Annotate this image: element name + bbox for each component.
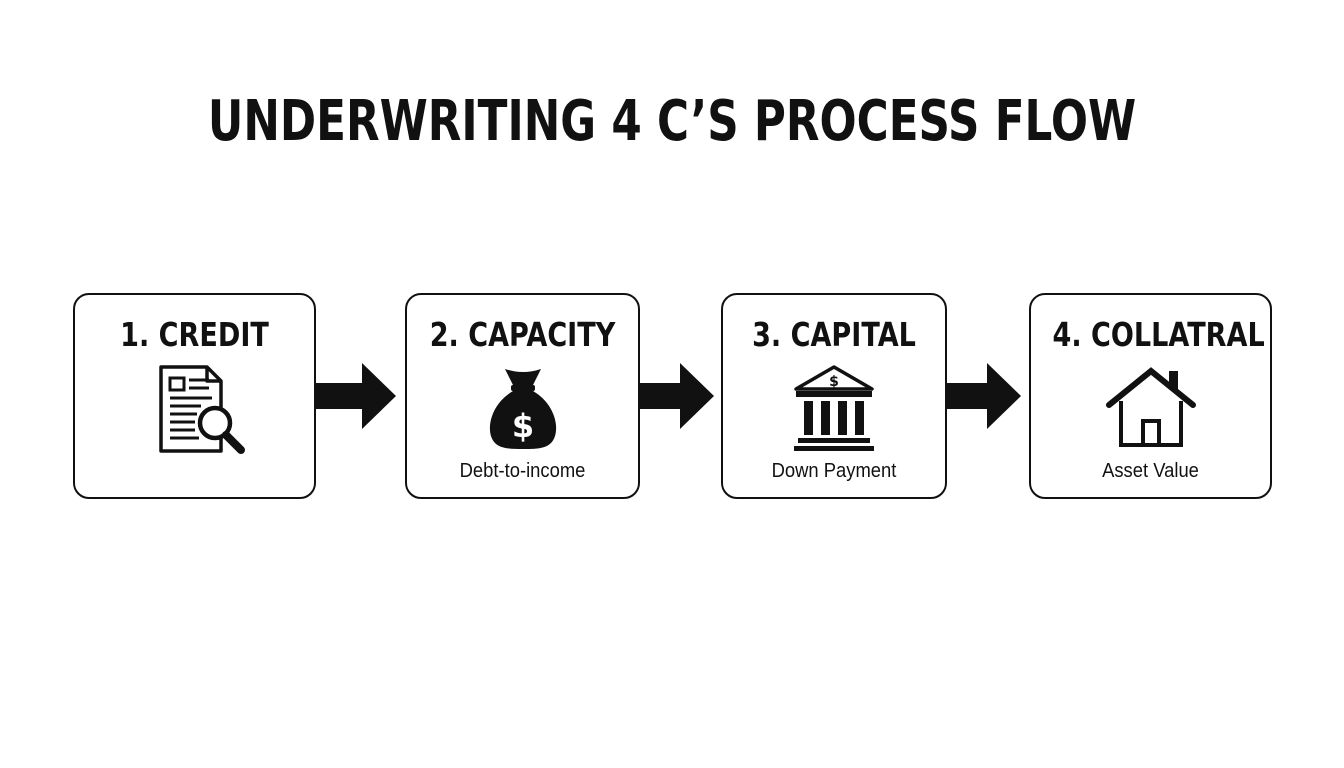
- step-card-capital: 3. CAPITAL $ Down Payment: [721, 293, 947, 499]
- flow-arrow-1: [316, 363, 396, 429]
- dollar-sign: $: [511, 407, 533, 445]
- bank-building-icon: $: [786, 361, 882, 457]
- page-title: UNDERWRITING 4 C’S PROCESS FLOW: [207, 89, 1137, 154]
- step-sublabel: Asset Value: [1102, 460, 1199, 482]
- flow-arrow-2: [640, 363, 720, 429]
- dollar-sign: $: [829, 374, 839, 390]
- step-title: 1. CREDIT: [120, 315, 269, 354]
- step-sublabel: Debt-to-income: [459, 460, 586, 482]
- credit-report-magnifier-icon: [151, 361, 247, 457]
- step-title: 2. CAPACITY: [429, 315, 616, 354]
- step-title: 3. CAPITAL: [752, 315, 916, 354]
- flow-arrow-3: [947, 363, 1027, 429]
- step-title: 4. COLLATRAL: [1052, 315, 1265, 354]
- step-card-credit: 1. CREDIT: [73, 293, 316, 499]
- step-card-collatral: 4. COLLATRAL Asset Value: [1029, 293, 1272, 499]
- step-sublabel: Down Payment: [771, 460, 897, 482]
- money-bag-icon: $: [475, 361, 571, 457]
- step-card-capacity: 2. CAPACITY $ Debt-to-income: [405, 293, 640, 499]
- house-icon: [1103, 361, 1199, 457]
